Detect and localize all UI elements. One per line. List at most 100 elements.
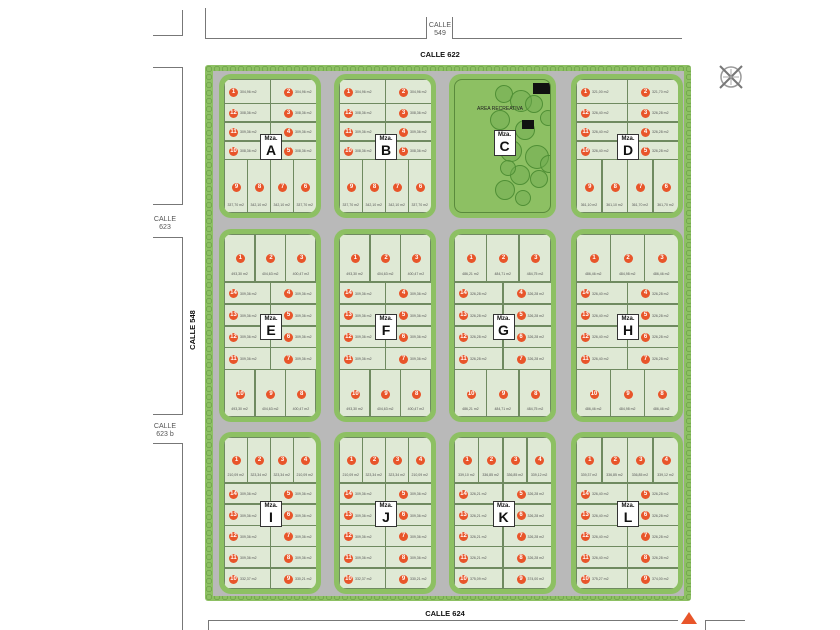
- lot-10[interactable]: 10493,30 m2: [339, 369, 371, 417]
- lot-2[interactable]: 2404,63 m2: [369, 234, 401, 283]
- lot-3[interactable]: 3400,47 m2: [400, 234, 431, 283]
- lot-3[interactable]: 3400,47 m2: [285, 234, 316, 283]
- block-a[interactable]: 1304,96 m22304,96 m212308,36 m23308,36 m…: [219, 74, 321, 218]
- block-e[interactable]: 1493,30 m22404,63 m23400,47 m214309,36 m…: [219, 229, 321, 422]
- lot-2[interactable]: 2484,98 m2: [610, 234, 645, 283]
- lot-11[interactable]: 11326,21 m2: [454, 546, 503, 569]
- lot-12[interactable]: 12309,36 m2: [224, 525, 271, 547]
- lot-4[interactable]: 4210,09 m2: [408, 437, 431, 484]
- lot-4[interactable]: 4210,09 m2: [293, 437, 316, 484]
- lot-1[interactable]: 1493,30 m2: [339, 234, 371, 283]
- lot-6[interactable]: 6337,70 m2: [293, 159, 316, 213]
- lot-4[interactable]: 4309,36 m2: [270, 281, 316, 305]
- block-l[interactable]: 1339,37 m22336,85 m23336,85 m24339,12 m2…: [571, 432, 683, 594]
- lot-8[interactable]: 8484,75 m2: [518, 369, 551, 417]
- lot-8[interactable]: 8309,36 m2: [385, 546, 431, 569]
- lot-8[interactable]: 8342,10 m2: [247, 159, 271, 213]
- lot-11[interactable]: 11309,36 m2: [339, 546, 386, 569]
- lot-2[interactable]: 2304,96 m2: [270, 79, 316, 104]
- lot-3[interactable]: 3323,34 m2: [385, 437, 409, 484]
- lot-8[interactable]: 8326,28 m2: [502, 546, 551, 569]
- lot-3[interactable]: 3486,46 m2: [644, 234, 678, 283]
- lot-7[interactable]: 7309,36 m2: [385, 525, 431, 547]
- lot-11[interactable]: 11309,36 m2: [224, 347, 271, 370]
- lot-7[interactable]: 7309,36 m2: [385, 347, 431, 370]
- lot-7[interactable]: 7342,10 m2: [270, 159, 294, 213]
- block-f[interactable]: 1493,30 m22404,63 m23400,47 m2 14309,36 m…: [334, 229, 436, 422]
- lot-3[interactable]: 3326,28 m2: [627, 103, 678, 123]
- lot-2[interactable]: 2336,85 m2: [478, 437, 503, 484]
- lot-6[interactable]: 6361,70 m2: [652, 159, 678, 213]
- lot-11[interactable]: 11326,28 m2: [454, 347, 503, 370]
- lot-8[interactable]: 8400,47 m2: [400, 369, 431, 417]
- lot-5[interactable]: 5309,36 m2: [385, 482, 431, 505]
- lot-1[interactable]: 1304,96 m2: [339, 79, 386, 104]
- lot-1[interactable]: 1339,10 m2: [454, 437, 479, 484]
- lot-7[interactable]: 7326,28 m2: [502, 525, 551, 547]
- lot-8[interactable]: 8326,28 m2: [627, 546, 678, 569]
- lot-9[interactable]: 9404,63 m2: [369, 369, 401, 417]
- lot-2[interactable]: 2304,96 m2: [385, 79, 431, 104]
- lot-4[interactable]: 4309,36 m2: [385, 281, 431, 305]
- lot-1[interactable]: 1321,00 m2: [576, 79, 628, 104]
- lot-11[interactable]: 11309,36 m2: [224, 546, 271, 569]
- lot-10[interactable]: 10486,46 m2: [576, 369, 611, 417]
- lot-10[interactable]: 10375,27 m2: [576, 567, 628, 589]
- lot-4[interactable]: 4326,28 m2: [627, 121, 678, 142]
- lot-8[interactable]: 8342,10 m2: [362, 159, 386, 213]
- lot-9[interactable]: 9361,10 m2: [576, 159, 602, 213]
- lot-4[interactable]: 4339,12 m2: [526, 437, 551, 484]
- lot-12[interactable]: 12308,36 m2: [339, 103, 386, 123]
- lot-8[interactable]: 8309,36 m2: [270, 546, 316, 569]
- lot-14[interactable]: 14309,36 m2: [224, 281, 271, 305]
- lot-2[interactable]: 2484,71 m2: [486, 234, 520, 283]
- block-d[interactable]: 1321,00 m22321,70 m212326,40 m23326,28 m…: [571, 74, 683, 218]
- block-b[interactable]: 1304,96 m22304,96 m212308,36 m23308,36 m…: [334, 74, 436, 218]
- lot-7[interactable]: 7326,28 m2: [502, 347, 551, 370]
- block-k[interactable]: 1339,10 m22336,85 m23336,85 m24339,12 m2…: [449, 432, 556, 594]
- lot-12[interactable]: 12326,40 m2: [576, 525, 628, 547]
- lot-1[interactable]: 1486,46 m2: [576, 234, 611, 283]
- lot-7[interactable]: 7342,10 m2: [385, 159, 409, 213]
- lot-3[interactable]: 3484,75 m2: [518, 234, 551, 283]
- lot-2[interactable]: 2323,34 m2: [362, 437, 386, 484]
- lot-3[interactable]: 3336,85 m2: [627, 437, 653, 484]
- lot-8[interactable]: 8400,47 m2: [285, 369, 316, 417]
- lot-1[interactable]: 1339,37 m2: [576, 437, 602, 484]
- lot-10[interactable]: 10332,37 m2: [224, 567, 271, 589]
- lot-5[interactable]: 5326,28 m2: [502, 482, 551, 505]
- lot-11[interactable]: 11326,40 m2: [576, 347, 628, 370]
- lot-14[interactable]: 14326,28 m2: [454, 281, 503, 305]
- lot-5[interactable]: 5326,28 m2: [627, 482, 678, 505]
- lot-2[interactable]: 2336,85 m2: [601, 437, 628, 484]
- lot-9[interactable]: 9404,63 m2: [254, 369, 286, 417]
- lot-5[interactable]: 5309,36 m2: [270, 482, 316, 505]
- lot-7[interactable]: 7309,36 m2: [270, 347, 316, 370]
- lot-12[interactable]: 12326,40 m2: [576, 103, 628, 123]
- lot-1[interactable]: 1210,09 m2: [339, 437, 363, 484]
- lot-1[interactable]: 1493,30 m2: [224, 234, 256, 283]
- lot-7[interactable]: 7326,28 m2: [627, 347, 678, 370]
- block-i[interactable]: 1210,09 m22323,34 m23323,34 m24210,09 m2…: [219, 432, 321, 594]
- lot-14[interactable]: 14309,36 m2: [339, 281, 386, 305]
- lot-1[interactable]: 1486,21 m2: [454, 234, 487, 283]
- lot-9[interactable]: 9337,70 m2: [224, 159, 248, 213]
- lot-1[interactable]: 1210,09 m2: [224, 437, 248, 484]
- lot-12[interactable]: 12308,36 m2: [224, 103, 271, 123]
- lot-7[interactable]: 7326,28 m2: [627, 525, 678, 547]
- lot-9[interactable]: 9374,00 m2: [502, 567, 551, 589]
- lot-11[interactable]: 11326,40 m2: [576, 546, 628, 569]
- lot-10[interactable]: 10486,21 m2: [454, 369, 487, 417]
- lot-9[interactable]: 9337,70 m2: [339, 159, 363, 213]
- lot-11[interactable]: 11309,36 m2: [339, 347, 386, 370]
- lot-3[interactable]: 3323,34 m2: [270, 437, 294, 484]
- lot-4[interactable]: 4326,28 m2: [502, 281, 551, 305]
- lot-12[interactable]: 12326,21 m2: [454, 525, 503, 547]
- lot-4[interactable]: 4309,36 m2: [385, 121, 431, 142]
- lot-9[interactable]: 9330,21 m2: [385, 567, 431, 589]
- block-j[interactable]: 1210,09 m22323,34 m23323,34 m24210,09 m2…: [334, 432, 436, 594]
- lot-14[interactable]: 14326,40 m2: [576, 281, 628, 305]
- lot-4[interactable]: 4326,28 m2: [627, 281, 678, 305]
- lot-3[interactable]: 3308,36 m2: [385, 103, 431, 123]
- lot-9[interactable]: 9374,00 m2: [627, 567, 678, 589]
